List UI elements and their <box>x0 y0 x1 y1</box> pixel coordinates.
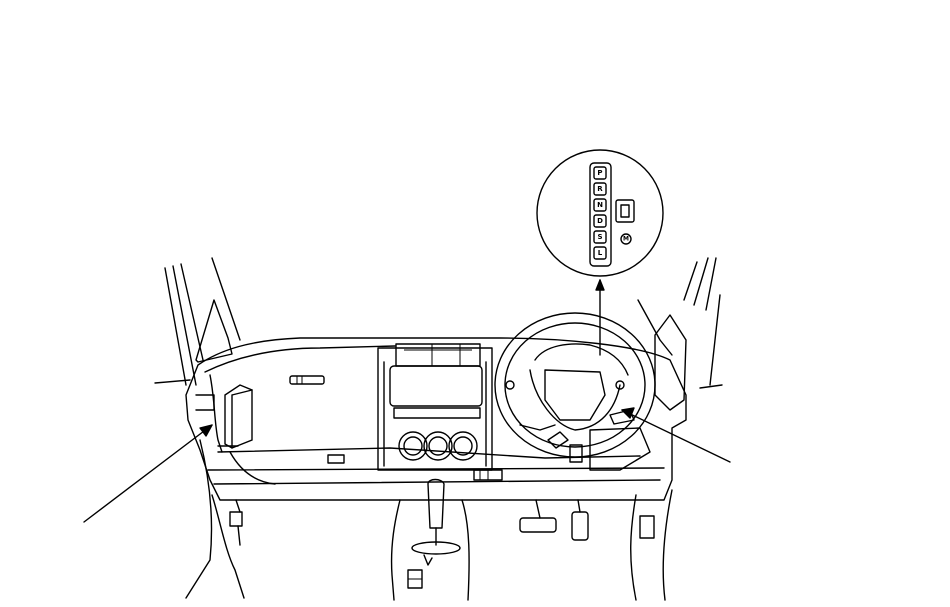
shift-lever <box>390 478 470 601</box>
leader-lines <box>83 279 731 523</box>
gear-position-n: N <box>597 201 603 209</box>
gear-position-p: P <box>597 169 602 177</box>
gear-indicator-callout: P R N D S L M <box>536 149 664 277</box>
left-lower-panel <box>185 439 245 599</box>
manual-mode-letter: M <box>623 236 629 243</box>
gear-position-r: R <box>597 185 603 193</box>
left-control-module <box>217 384 253 449</box>
right-lower-panel <box>630 489 673 601</box>
pedals <box>519 499 589 541</box>
right-a-pillar <box>637 257 723 411</box>
dashboard-body <box>185 337 687 501</box>
gear-position-l: L <box>598 249 603 257</box>
gear-position-s: S <box>597 233 602 241</box>
left-a-pillar <box>154 257 241 386</box>
digital-gear-display <box>615 199 635 223</box>
gear-position-list: P R N D S L <box>593 166 607 260</box>
manual-mode-indicator: M <box>620 233 632 245</box>
gear-position-d: D <box>597 217 603 225</box>
center-stack <box>377 343 503 481</box>
steering-wheel <box>494 312 656 471</box>
